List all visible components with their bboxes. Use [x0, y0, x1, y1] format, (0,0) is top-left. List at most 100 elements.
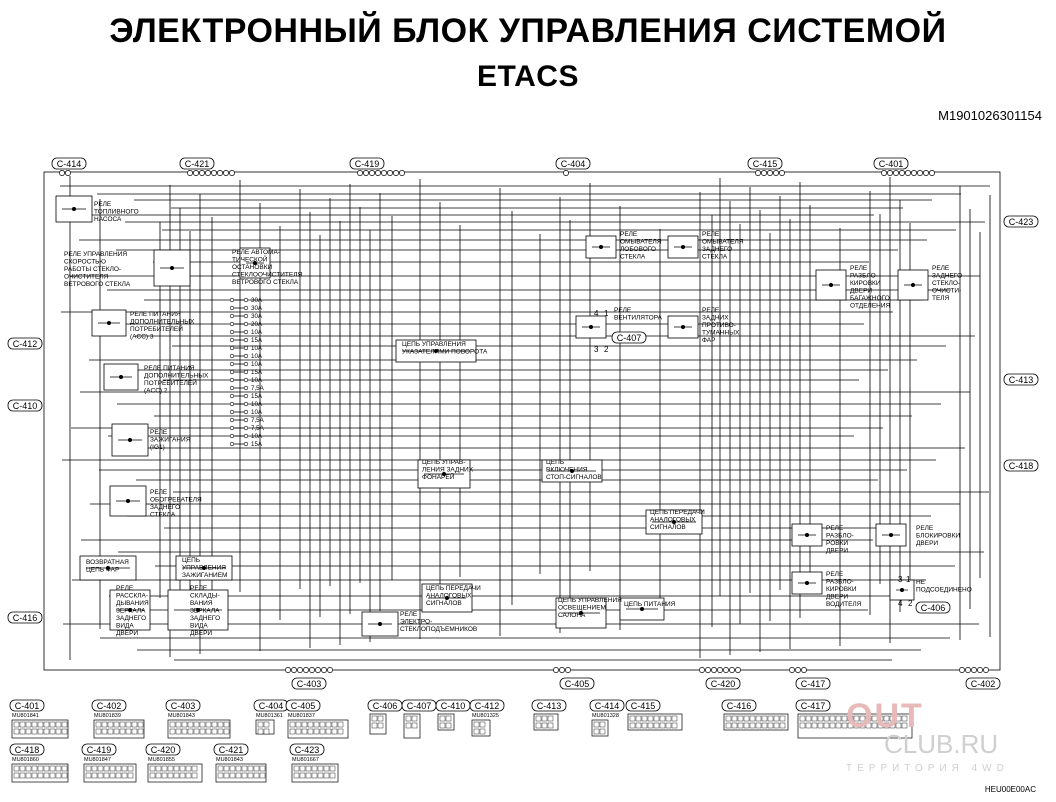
block-label-line: БАГАЖНОГО [850, 295, 890, 302]
block-label-line: СТЕКЛА [150, 512, 176, 519]
connector-label: C-421 [185, 159, 210, 169]
figure-code: HEU00E00AC [984, 785, 1036, 794]
block-label-line: ОМЫВАТЕЛЯ [702, 239, 744, 246]
connector-key: C-401MU801841C-402MU801839C-403MU801843C… [9, 699, 913, 783]
block-label-line: РЕЛЕ [702, 231, 720, 238]
block-label-line: РАЗБЛО- [826, 533, 854, 540]
connector-part-number: MU801860 [12, 757, 39, 763]
pin-number: 3 [594, 345, 599, 354]
block-label-line: СТЕКЛА [620, 254, 646, 261]
connector-part-number: MU801667 [292, 757, 319, 763]
block-label-line: ЦЕПЬ УПРАВЛЕНИЯ [558, 597, 622, 604]
connector-key-label: C-407 [407, 701, 432, 711]
block-label-line: ДВЕРИ [826, 594, 848, 601]
block-label-line: ВЕТРОВОГО СТЕКЛА [64, 281, 131, 288]
block-label-line: РОВКИ [826, 540, 848, 547]
connector-label: C-416 [13, 613, 38, 623]
connector-c-417: C-417 [795, 677, 831, 690]
block-label-line: ЦЕПЬ [546, 459, 564, 466]
component-block [109, 485, 147, 517]
connector-key-label: C-416 [727, 701, 752, 711]
block-label-line: РЕЛЕ УПРАВЛЕНИЯ [64, 251, 127, 258]
wires [43, 170, 1001, 673]
fuse-rating: 10A [251, 433, 263, 440]
connector-label: C-404 [561, 159, 586, 169]
connector-key-c-415: C-415 [625, 699, 683, 731]
component-block [791, 523, 823, 547]
connector-key-c-413: C-413 [531, 699, 567, 731]
fuse-rating: 10A [251, 377, 263, 384]
connector-label: C-403 [297, 679, 322, 689]
fuse-rating: 10A [251, 345, 263, 352]
component-block [167, 589, 229, 631]
connector-part-number: MU801847 [84, 757, 111, 763]
block-label-line: СТЕКЛОПОДЪЕМНИКОВ [400, 626, 477, 633]
connector-key-c-407: C-407 [401, 699, 437, 739]
block-label-line: АНАЛОГОВЫХ [650, 517, 696, 524]
block-label-line: ЛОБОВОГО [620, 246, 656, 253]
fuse-rating: 10A [251, 329, 263, 336]
block-label-line: НЕ [916, 579, 926, 586]
block-label-line: ДВЕРИ [850, 288, 872, 295]
connector-key-c-406: C-406 [367, 699, 403, 735]
block-label-line: ПОТРЕБИТЕЛЕЙ [144, 378, 197, 387]
block-label-line: БЛОКИРОВКИ [916, 533, 960, 540]
connector-c-403: C-403 [291, 677, 327, 690]
block-label-line: ПОДСОЕДИНЕНО [916, 587, 972, 594]
component-boxes [55, 195, 929, 637]
fuse-rating: 10A [251, 353, 263, 360]
connector-part-number: MU801325 [472, 713, 499, 719]
connector-label: C-407 [617, 333, 642, 343]
pin-number: 2 [908, 599, 913, 608]
block-label-line: ВИДА [116, 623, 134, 630]
block-label-line: ЦЕПЬ УПРАВ- [422, 459, 465, 466]
connector-label: C-418 [1009, 461, 1034, 471]
block-label-line: ВЕТРОВОГО СТЕКЛА [232, 279, 299, 286]
block-label-line: ЦЕПЬ ФАР [86, 567, 119, 574]
connector-label: C-406 [921, 603, 946, 613]
block-label-line: РАССКЛА- [116, 593, 148, 600]
connector-c-412: C-412 [7, 337, 43, 350]
block-label-line: ОСТАНОВКИ [232, 264, 272, 271]
block-label-line: ЦЕПЬ УПРАВЛЕНИЯ [402, 341, 466, 348]
block-label-line: ТИЧЕСКОЙ [232, 255, 268, 264]
block-label-line: ТОПЛИВНОГО [94, 209, 139, 216]
block-label-line: СТЕКЛА [702, 254, 728, 261]
component-block [421, 583, 473, 613]
block-label-line: ПОТРЕБИТЕЛЕЙ [130, 324, 183, 333]
block-label-line: РЕЛЕ [916, 525, 934, 532]
pin-number: 3 [898, 575, 903, 584]
block-label-line: ЗАДНЕГО [150, 504, 180, 511]
component-block [111, 423, 149, 457]
block-label-line: САЛОНА [558, 612, 586, 619]
connector-key-label: C-417 [801, 701, 826, 711]
connector-key-label: C-413 [537, 701, 562, 711]
block-label-line: РЕЛЕ [932, 265, 950, 272]
component-block [815, 269, 847, 301]
block-label-line: НАСОСА [94, 216, 122, 223]
block-label-line: ЦЕПЬ ПЕРЕДАЧИ [426, 585, 481, 592]
component-block [91, 309, 127, 337]
fuse-rating: 30A [251, 313, 263, 320]
block-label-line: (IG1) [150, 444, 165, 451]
connector-part-number: MU801361 [256, 713, 283, 719]
component-block [667, 235, 699, 259]
connector-label: C-405 [565, 679, 590, 689]
connector-c-407: C-407 [611, 331, 647, 344]
connector-c-419: C-419 [349, 157, 385, 170]
connector-part-number: MU801328 [592, 713, 619, 719]
connector-key-label: C-420 [151, 745, 176, 755]
block-label-line: РЕЛЕ ПИТАНИЯ [130, 311, 181, 318]
fuse-rating: 7,5A [251, 417, 265, 424]
block-label-line: СИГНАЛОВ [650, 524, 686, 531]
block-label-line: РЕЛЕ ПИТАНИЯ [144, 365, 195, 372]
block-label-line: (ACC) 3 [130, 334, 154, 341]
block-label-line: СТЕКЛО- [932, 280, 960, 287]
block-label-line: УПРАВЛЕНИЯ [182, 565, 226, 572]
connector-key-label: C-423 [295, 745, 320, 755]
component-block [417, 459, 471, 489]
pin-number: 4 [594, 309, 599, 318]
component-block [555, 597, 607, 629]
